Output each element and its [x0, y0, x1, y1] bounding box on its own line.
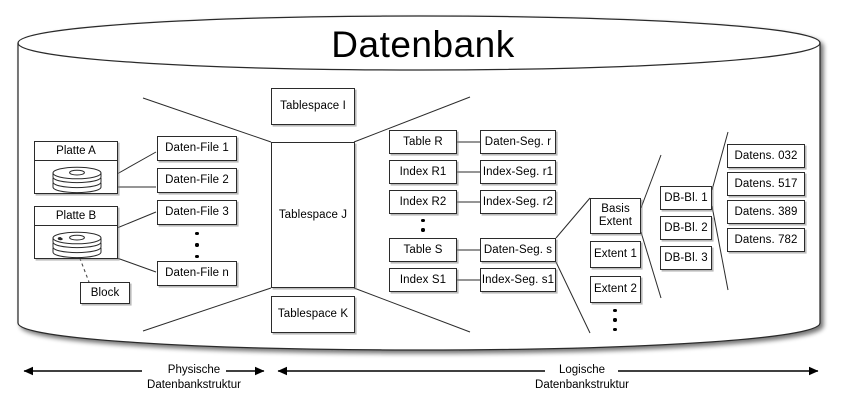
connectors-segment-to-extents [555, 197, 591, 334]
caption-physical-line1: Physische [167, 364, 221, 376]
caption-physical-line2: Datenbankstruktur [147, 379, 241, 392]
segment-index-r1[interactable]: Index-Seg. r1 [480, 160, 556, 184]
extent-basis-line1: Basis [601, 203, 630, 216]
disk-platter-icon [52, 231, 102, 259]
connectors-datafile-to-tablespace [142, 97, 272, 332]
disk-platte-b[interactable]: Platte B [34, 206, 118, 259]
object-index-s1[interactable]: Index S1 [389, 268, 457, 292]
disk-platte-b-body [35, 226, 117, 259]
datafile-n[interactable]: Daten-File n [157, 261, 237, 286]
datafile-ellipsis [191, 232, 203, 258]
datafile-3[interactable]: Daten-File 3 [157, 200, 237, 225]
connectors-object-to-segment [457, 141, 480, 281]
page-title: Datenbank [331, 24, 515, 65]
connectors-disk-to-datafile [116, 151, 157, 273]
object-table-r[interactable]: Table R [389, 130, 457, 154]
tablespace-j[interactable]: Tablespace J [271, 142, 355, 288]
db-block-1[interactable]: DB-Bl. 1 [660, 186, 712, 210]
connectors-tablespace-to-objects [353, 96, 471, 333]
caption-physical: Physische Datenbankstruktur [104, 363, 284, 393]
extent-2[interactable]: Extent 2 [590, 276, 641, 303]
caption-logical-line1: Logische [558, 364, 606, 376]
object-index-r2[interactable]: Index R2 [389, 190, 457, 214]
record-032[interactable]: Datens. 032 [727, 144, 805, 168]
segment-index-r2[interactable]: Index-Seg. r2 [480, 190, 556, 214]
segment-index-s1[interactable]: Index-Seg. s1 [480, 268, 556, 292]
datafile-1[interactable]: Daten-File 1 [157, 136, 237, 161]
record-517[interactable]: Datens. 517 [727, 172, 805, 196]
disk-platter-icon [52, 166, 102, 194]
disk-platte-a-body [35, 161, 117, 194]
caption-logical-line2: Datenbankstruktur [535, 379, 629, 392]
tablespace-k[interactable]: Tablespace K [271, 296, 355, 333]
segment-daten-r[interactable]: Daten-Seg. r [480, 130, 556, 154]
record-782[interactable]: Datens. 782 [727, 228, 805, 252]
object-table-s[interactable]: Table S [389, 238, 457, 262]
disk-platte-b-label: Platte B [35, 207, 117, 226]
extent-basis-line2: Extent [598, 216, 633, 228]
extent-basis[interactable]: Basis Extent [590, 198, 641, 234]
connectors-extent-to-blocks [640, 154, 662, 299]
connectors-block-to-records [711, 131, 729, 291]
datafile-2[interactable]: Daten-File 2 [157, 168, 237, 193]
cylinder-top-rim [17, 42, 821, 71]
tablespace-i[interactable]: Tablespace I [271, 88, 355, 125]
block-node[interactable]: Block [80, 282, 130, 304]
object-index-r1[interactable]: Index R1 [389, 160, 457, 184]
disk-platte-a[interactable]: Platte A [34, 141, 118, 194]
extent-ellipsis [609, 309, 621, 331]
db-block-2[interactable]: DB-Bl. 2 [660, 216, 712, 240]
disk-platte-a-label: Platte A [35, 142, 117, 161]
extent-1[interactable]: Extent 1 [590, 241, 641, 268]
segment-daten-s[interactable]: Daten-Seg. s [480, 238, 556, 262]
record-389[interactable]: Datens. 389 [727, 200, 805, 224]
caption-logical: Logische Datenbankstruktur [492, 363, 672, 393]
db-block-3[interactable]: DB-Bl. 3 [660, 246, 712, 270]
